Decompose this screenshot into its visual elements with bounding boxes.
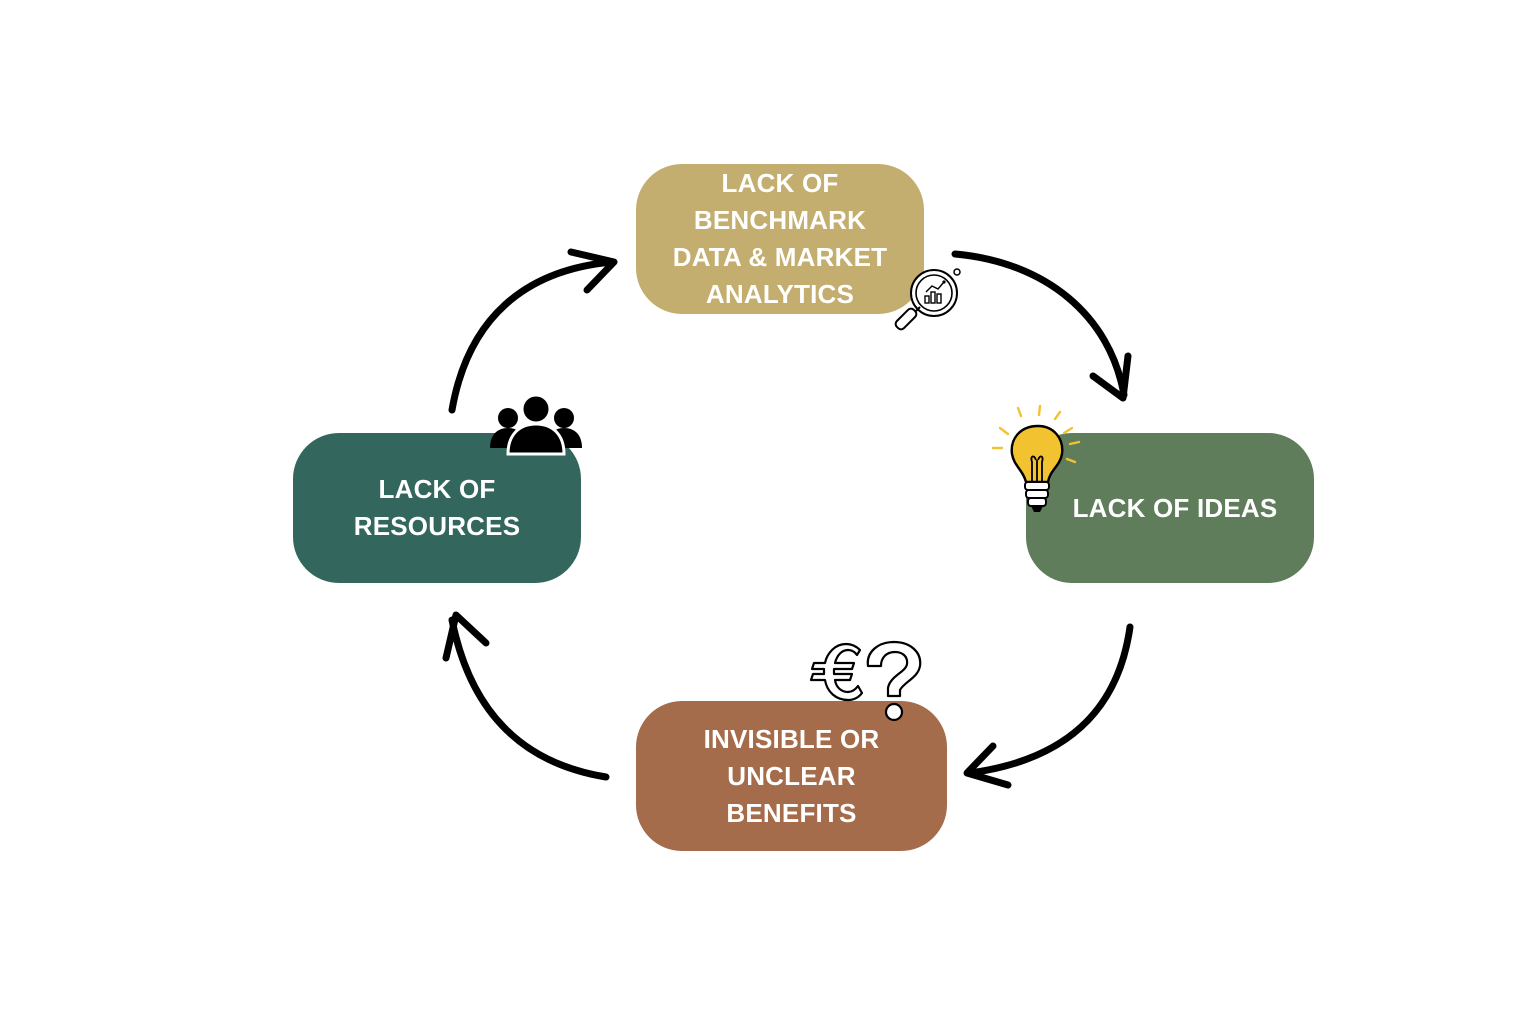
node-text-line: LACK OF [378,474,496,504]
arrowhead-benchmark-to-ideas [1089,352,1132,402]
arrow-ideas-to-benefits [966,623,1134,777]
euro-question-icon [809,640,922,722]
arrow-benchmark-to-ideas [951,250,1128,399]
arrowhead-resources-to-benchmark [567,248,618,294]
magnifier-chart-icon [894,268,961,331]
node-text-line: LACK OF BENCHMARK [693,168,867,235]
node-invisible-benefits: INVISIBLE OR UNCLEAR BENEFITS [636,701,947,851]
node-text-line: INVISIBLE OR UNCLEAR [703,723,880,791]
lightbulb-icon [991,404,1081,512]
node-text-line: LACK OF IDEAS [1072,492,1278,523]
node-text-line: RESOURCES [353,511,521,541]
node-lack-of-benchmark: LACK OF BENCHMARK DATA & MARKET ANALYTIC… [636,164,924,314]
people-group-icon [490,394,582,456]
arrow-benefits-to-resources [448,616,610,781]
node-text-line: ANALYTICS [705,279,855,309]
arrowhead-benefits-to-resources [442,611,490,662]
node-text-line: DATA & MARKET [672,242,888,272]
node-lack-of-resources: LACK OF RESOURCES [293,433,581,583]
arrow-resources-to-benchmark [448,258,616,414]
node-lack-of-ideas: LACK OF IDEAS [1026,433,1314,583]
arrowhead-ideas-to-benefits [963,742,1012,789]
node-text-line: BENEFITS [726,797,857,828]
